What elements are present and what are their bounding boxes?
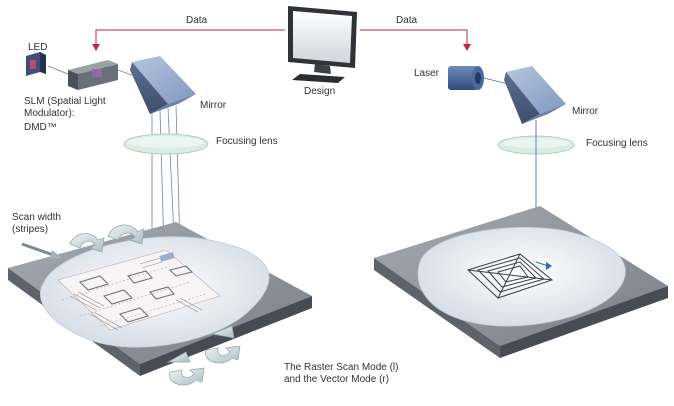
laser-label: Laser — [414, 68, 440, 79]
scan-width-pointer — [21, 242, 62, 260]
dmd-label: DMD™ — [24, 122, 57, 133]
vector-pattern — [467, 253, 554, 299]
mirror-left-label: Mirror — [200, 100, 227, 111]
design-label: Design — [304, 86, 336, 97]
scan-direction-arrow-2 — [107, 224, 145, 245]
mirror-left-icon — [130, 56, 196, 114]
data-arrow-right — [360, 29, 471, 51]
focusing-lens-left-icon — [123, 133, 209, 155]
scan-direction-arrow-1 — [69, 233, 105, 253]
mirror-right-icon — [504, 66, 566, 124]
led-icon — [26, 52, 46, 76]
focusing-lens-right-label: Focusing lens — [586, 138, 648, 149]
data-label-right: Data — [396, 15, 418, 26]
raster-pattern — [57, 249, 221, 331]
scan-width-label-line1: Scan width — [12, 212, 61, 223]
caption-line1: The Raster Scan Mode (l) — [284, 362, 399, 373]
data-label-left: Data — [186, 15, 208, 26]
slm-label-line2: Modulator): — [24, 108, 75, 119]
monitor-icon — [288, 6, 357, 83]
slm-dmd-icon — [47, 60, 118, 90]
focusing-lens-left-label: Focusing lens — [216, 136, 278, 147]
caption-line2: and the Vector Mode (r) — [284, 374, 390, 385]
mirror-right-label: Mirror — [572, 106, 599, 117]
scan-width-label-line2: (stripes) — [12, 224, 49, 235]
led-label: LED — [28, 42, 48, 53]
scan-direction-arrow-4 — [205, 325, 241, 364]
data-arrow-left — [92, 29, 285, 51]
scan-direction-arrow-3 — [166, 351, 205, 386]
laser-icon — [448, 66, 509, 90]
slm-label-line1: SLM (Spatial Light — [24, 96, 106, 107]
